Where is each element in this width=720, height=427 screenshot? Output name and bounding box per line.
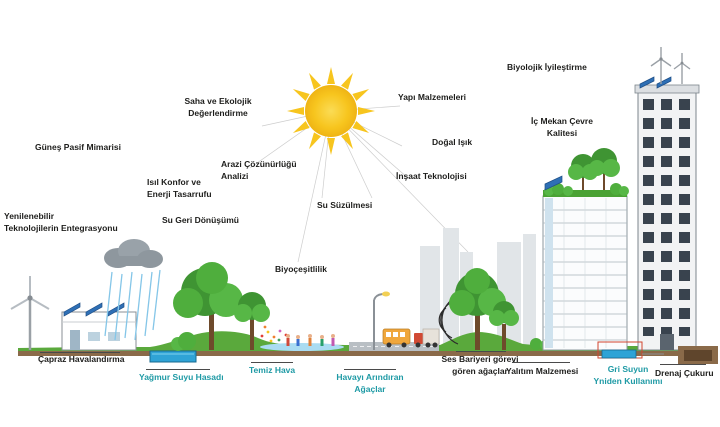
label-greywater-reuse: Gri Suyun Yniden Kullanımı	[593, 364, 663, 386]
solar-panels-icon	[63, 302, 125, 317]
stream	[260, 343, 344, 351]
rain-streaks	[104, 269, 161, 341]
street-lamp-icon	[373, 291, 390, 350]
label-water-recycling: Su Geri Dönüşümü	[162, 215, 239, 225]
label-indoor-environment-quality: İç Mekan Çevre Kalitesi	[531, 116, 593, 138]
soil-band	[18, 350, 718, 356]
roof-solar-panel-icon	[544, 175, 563, 191]
sun-icon	[287, 67, 375, 155]
label-land-resolution-analysis: Arazi Çözünürlüğü Analizi	[221, 159, 297, 181]
roof-wind-turbines-icon	[650, 47, 691, 84]
leader-clean-air	[251, 362, 293, 363]
solar-house	[61, 302, 137, 351]
label-renewable-integration: Yenilenebilir Teknolojilerin Entegrasyon…	[4, 211, 118, 233]
window-grid	[641, 96, 693, 336]
label-thermal-comfort-energy-saving: Isıl Konfor ve Enerji Tasarrufu	[147, 177, 212, 199]
leader-rainwater	[146, 369, 210, 370]
trees-left	[171, 262, 270, 351]
road	[349, 342, 439, 351]
highrise-building	[634, 47, 700, 351]
label-air-purifying-trees: Havayı Arındıran Ağaçlar	[336, 372, 404, 394]
rainwater-tank-icon	[149, 350, 197, 363]
leader-cross-ventilation	[40, 352, 120, 353]
label-solar-passive-architecture: Güneş Pasif Mimarisi	[35, 142, 121, 152]
green-roof	[543, 148, 629, 197]
truck-icon	[414, 328, 440, 348]
label-sound-barrier-trees: Ses Bariyeri görevi gören ağaçlar	[441, 354, 519, 376]
trees-right	[449, 268, 550, 350]
park-people	[286, 334, 335, 346]
label-biological-improvement: Biyolojik İyileştirme	[507, 62, 587, 72]
leader-sound-barrier	[456, 351, 506, 352]
rain-cloud-icon	[104, 239, 163, 341]
leader-air-purifying	[344, 369, 396, 370]
roof-solar-panels-icon	[639, 76, 672, 89]
label-building-materials: Yapı Malzemeleri	[398, 92, 467, 102]
flower-dots	[260, 325, 288, 343]
bus-icon	[382, 328, 411, 348]
drainage-pit-icon	[678, 346, 718, 364]
label-natural-light: Doğal Işık	[432, 137, 473, 147]
leader-insulation	[512, 362, 570, 363]
label-water-filtration: Su Süzülmesi	[317, 200, 373, 210]
label-rainwater-harvesting: Yağmur Suyu Hasadı	[139, 372, 224, 382]
label-cross-ventilation: Çapraz Havalandırma	[38, 354, 125, 364]
label-biodiversity: Biyoçeşitlilik	[275, 264, 327, 274]
label-construction-technology: İnşaat Teknolojisi	[396, 171, 467, 181]
label-site-ecological-assessment: Saha ve Ekolojik Değerlendirme	[184, 96, 252, 118]
label-clean-air: Temiz Hava	[249, 365, 296, 375]
green-roof-building	[542, 148, 629, 351]
label-drainage-pit: Drenaj Çukuru	[655, 368, 714, 378]
wind-turbine-icon	[10, 276, 50, 350]
leader-drainage	[660, 364, 706, 365]
label-insulation-material: Yalıtım Malzemesi	[506, 366, 579, 376]
greywater-unit-icon	[597, 341, 664, 359]
sun-rays	[287, 67, 375, 155]
